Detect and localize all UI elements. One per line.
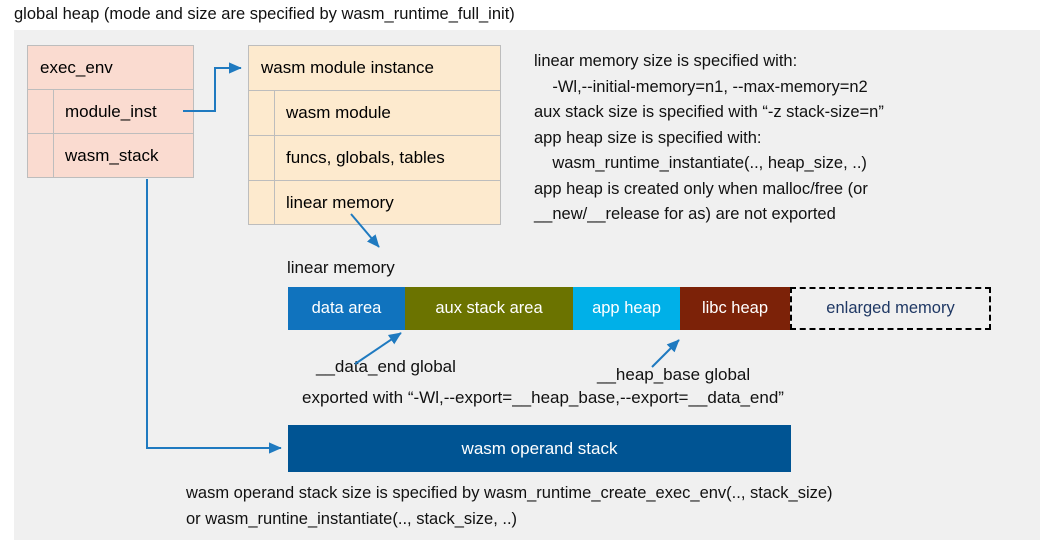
memory-segment-label: app heap: [592, 299, 661, 317]
funcs-globals-tables-label: funcs, globals, tables: [286, 148, 445, 167]
module-instance-title-label: wasm module instance: [261, 58, 434, 77]
exec-env-title-row: exec_env: [28, 46, 193, 90]
exec-env-field-wasm-stack: wasm_stack: [28, 134, 193, 177]
wasm-operand-stack-label: wasm operand stack: [461, 438, 618, 458]
indent-gutter: [28, 134, 54, 177]
exported-with-annotation: exported with “-Wl,--export=__heap_base,…: [302, 388, 784, 407]
wasm-operand-stack-box: wasm operand stack: [288, 425, 791, 472]
indent-gutter: [28, 90, 54, 133]
memory-segment-label: data area: [311, 299, 382, 317]
memory-segment-data-area: data area: [288, 287, 405, 330]
exec-env-title-label: exec_env: [40, 57, 113, 77]
indent-gutter: [249, 136, 275, 180]
memory-segment-label: aux stack area: [435, 299, 543, 317]
memory-segment-enlarged-memory: enlarged memory: [790, 287, 991, 330]
linear-memory-bar: data area aux stack area app heap libc heap…: [288, 287, 991, 330]
memory-segment-app-heap: app heap: [573, 287, 680, 330]
data-end-annotation: __data_end global: [316, 357, 456, 376]
module-instance-field-wasm-module: wasm module: [249, 91, 500, 136]
wasm-stack-label: wasm_stack: [65, 145, 159, 165]
module-instance-title-row: wasm module instance: [249, 46, 500, 91]
memory-segment-libc-heap: libc heap: [680, 287, 790, 330]
linear-memory-field-label: linear memory: [286, 192, 394, 212]
operand-stack-note: wasm operand stack size is specified by …: [186, 484, 833, 528]
exec-env-box: exec_env module_inst wasm_stack: [27, 45, 194, 178]
exec-env-field-module-inst: module_inst: [28, 90, 193, 134]
heap-base-annotation: __heap_base global: [597, 365, 751, 384]
memory-segment-aux-stack-area: aux stack area: [405, 287, 573, 330]
wasm-module-label: wasm module: [286, 103, 391, 122]
indent-gutter: [249, 181, 275, 224]
linear-memory-note: linear memory size is specified with: -W…: [534, 52, 884, 223]
linear-memory-caption: linear memory: [287, 258, 395, 277]
indent-gutter: [249, 91, 275, 135]
memory-segment-label: enlarged memory: [826, 299, 955, 317]
module-inst-label: module_inst: [65, 101, 157, 121]
wasm-module-instance-box: wasm module instance wasm module funcs, …: [248, 45, 501, 225]
module-instance-field-funcs-globals-tables: funcs, globals, tables: [249, 136, 500, 181]
page-title: global heap (mode and size are specified…: [14, 5, 515, 23]
module-instance-field-linear-memory: linear memory: [249, 181, 500, 224]
memory-segment-label: libc heap: [701, 299, 769, 317]
